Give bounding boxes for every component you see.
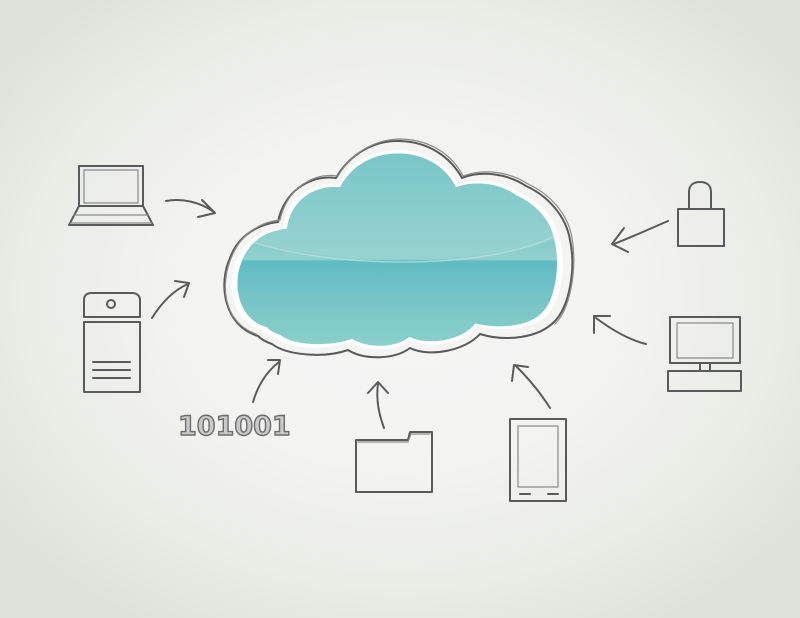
tablet-icon [509,418,567,502]
arrow-desktop-to-cloud [593,315,647,345]
arrow-cloud-to-lock [611,220,669,253]
cloud-icon [223,138,575,359]
server-tower-icon [83,292,141,393]
desktop-computer-icon [667,316,742,392]
arrow-binary-to-cloud [252,359,281,403]
binary-data-text: 101001 [177,411,291,442]
laptop-icon [68,165,154,226]
arrow-folder-to-cloud [367,381,389,429]
arrow-server-to-cloud [151,280,190,319]
padlock-icon [677,181,725,247]
arrow-tablet-to-cloud [511,364,551,409]
arrow-laptop-to-cloud [165,199,216,218]
folder-icon [355,431,433,493]
